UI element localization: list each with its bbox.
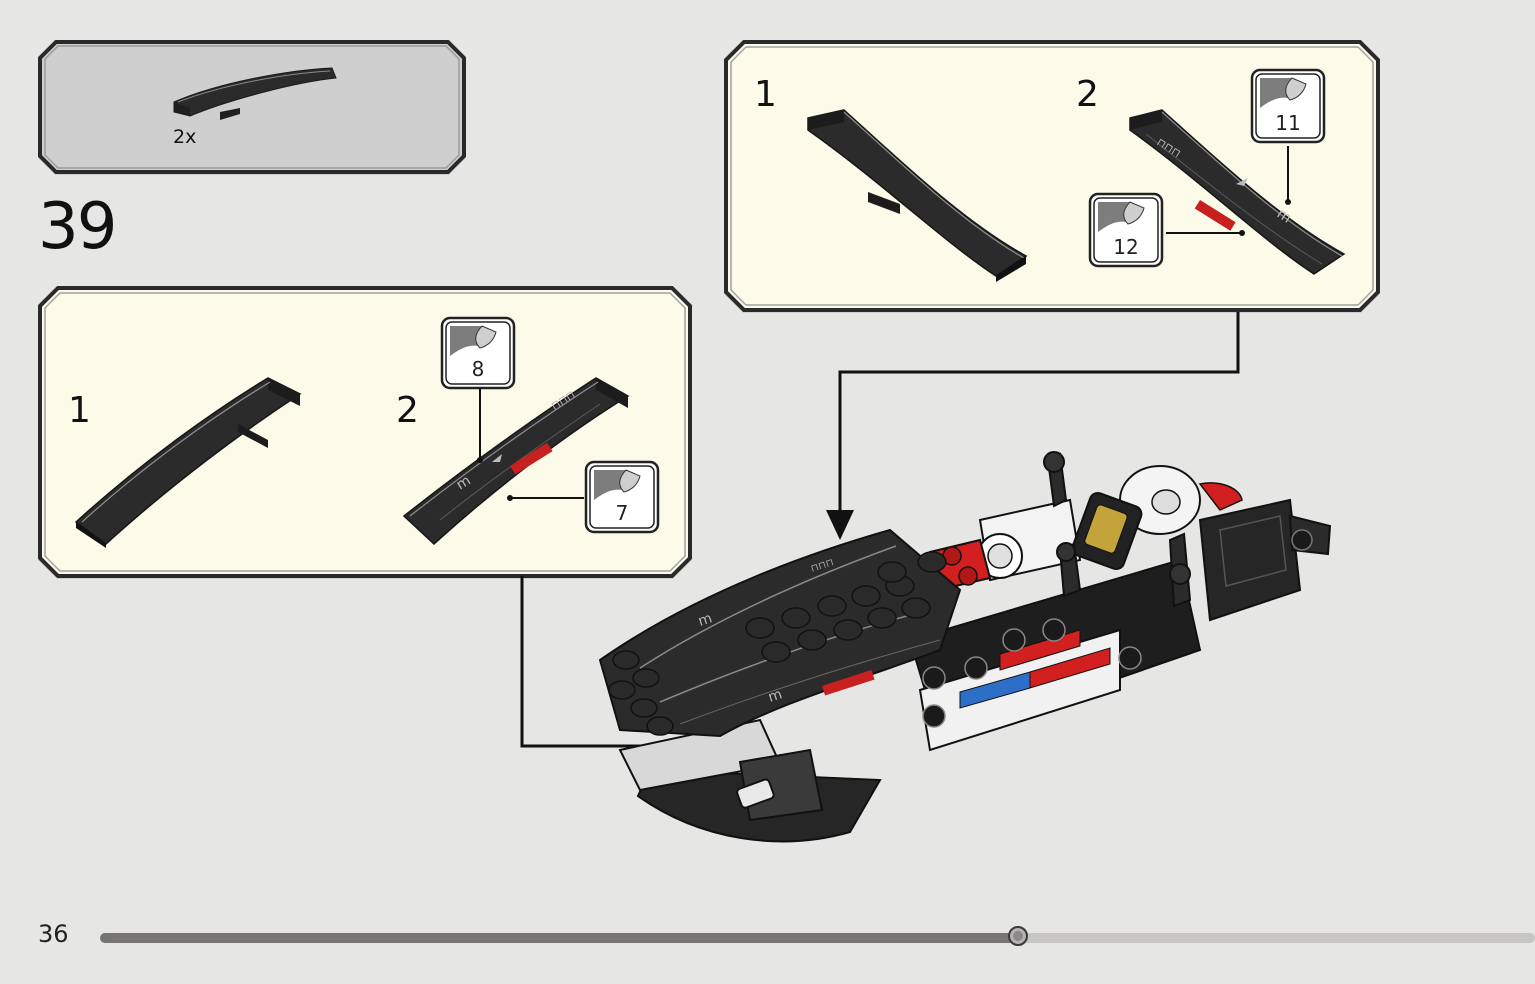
parts-callout-box [38,40,466,174]
progress-bar [100,926,1535,946]
sticker-7-label: 7 [616,501,629,525]
left-sticker-leaders [477,388,584,501]
right-substep-box [724,40,1380,312]
progress-knob-icon[interactable] [1008,926,1029,946]
left-substep-1-label: 1 [68,390,91,431]
sticker-11-label: 11 [1275,111,1300,135]
sticker-11-icon: 11 [1250,68,1326,144]
parts-callout-frame [38,40,466,174]
right-sticker-leaders [1166,146,1291,236]
left-step1-brick-icon [74,377,302,548]
sticker-7-icon: 7 [584,460,660,534]
sticker-12-label: 12 [1113,235,1138,259]
page-number: 36 [38,920,69,948]
svg-text:m: m [696,610,714,629]
step-number: 39 [38,190,117,264]
parts-quantity-label: 2x [173,126,197,148]
race-car-model-illustration: m m ⊓⊓⊓ [598,451,1332,843]
right-substep-frame [724,40,1380,312]
svg-text:m: m [766,686,784,705]
left-substep-2-label: 2 [396,390,419,431]
sticker-8-icon: 8 [440,316,516,390]
right-substep-2-label: 2 [1076,74,1099,115]
sticker-8-label: 8 [472,357,485,381]
curved-slope-brick-icon [173,67,337,120]
left-step2-brick-icon: m ⊓⊓⊓ [402,377,630,546]
right-step2-brick-icon: ⊓⊓⊓ m [1129,109,1346,275]
right-step1-brick-icon [807,109,1028,282]
progress-bar-fill [100,933,1019,943]
right-substep-1-label: 1 [754,74,777,115]
sticker-12-icon: 12 [1088,192,1164,268]
